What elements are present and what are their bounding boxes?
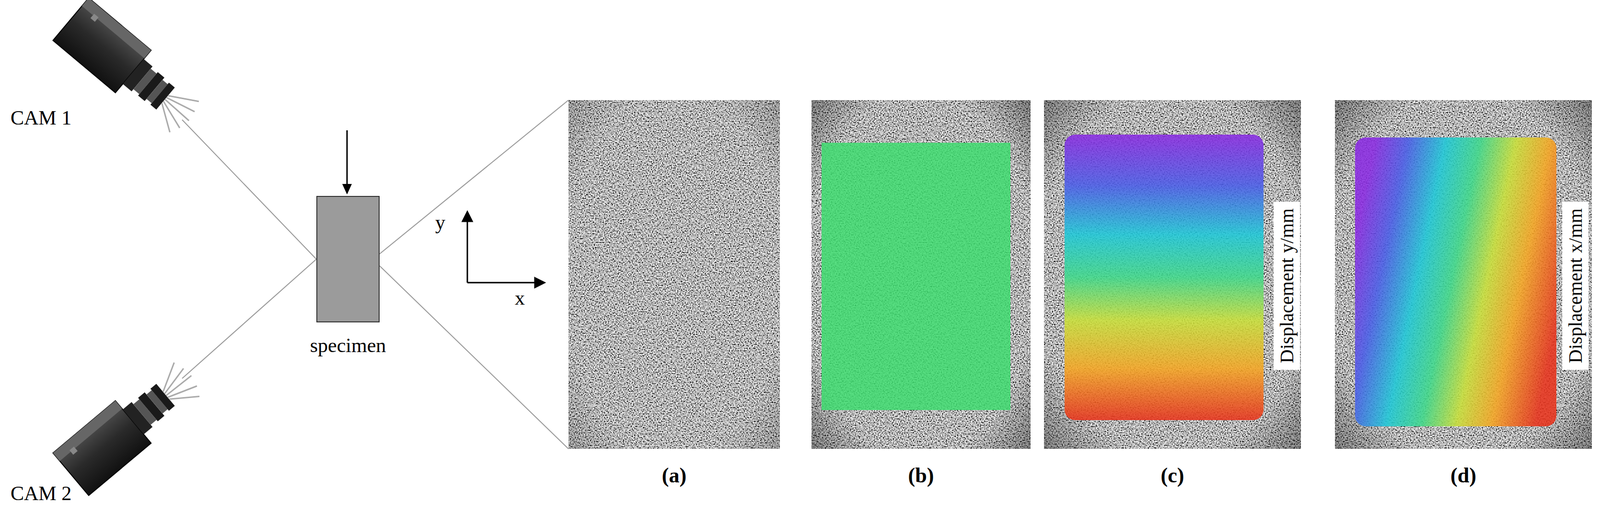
panel-d: Displacement x/mm(d) (1334, 100, 1592, 450)
camera-2 (52, 353, 209, 497)
speckle-image-b (811, 100, 1031, 450)
axes (462, 211, 545, 288)
camera-1 (52, 0, 209, 141)
axis-label: Displacement x/mm (1562, 201, 1589, 370)
camera-label: CAM 1 (10, 106, 72, 130)
panel-caption: (a) (661, 463, 687, 488)
speckle-image-a (568, 100, 780, 450)
camera-label: CAM 2 (10, 482, 72, 506)
panel-a: (a) (568, 100, 780, 450)
displacement-map-x (1334, 100, 1592, 450)
axis-label: x (514, 286, 525, 310)
displacement-map-y (1043, 100, 1301, 450)
panel-c: Displacement y/mm(c) (1043, 100, 1301, 450)
panel-caption: (c) (1160, 463, 1185, 488)
specimen-label: specimen (310, 334, 387, 358)
load-arrow (342, 130, 352, 195)
panel-caption: (d) (1450, 463, 1477, 488)
axis-label: Displacement y/mm (1273, 201, 1300, 370)
axis-label: y (435, 210, 446, 234)
specimen-block: specimen (316, 196, 380, 323)
panel-caption: (b) (908, 463, 935, 488)
sight-lines (182, 100, 569, 450)
panel-b: (b) (811, 100, 1031, 450)
